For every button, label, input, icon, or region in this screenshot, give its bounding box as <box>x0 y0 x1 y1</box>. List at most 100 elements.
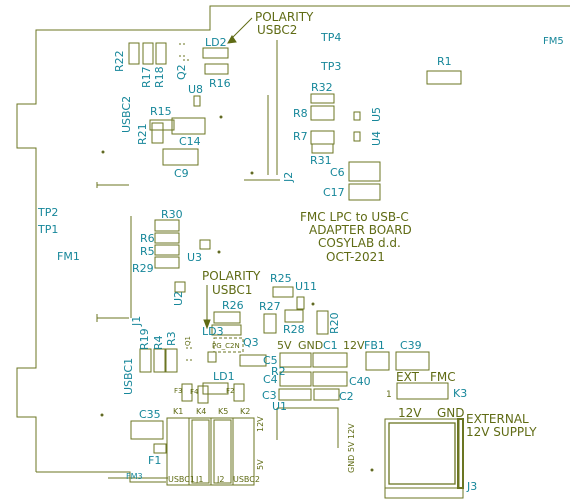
external-label: EXTERNAL <box>466 412 529 426</box>
u3-body <box>199 239 211 250</box>
label-c5: C5 <box>263 354 278 367</box>
u5-body <box>353 111 361 121</box>
k1-label: K1 <box>173 407 184 416</box>
label-fm3: FM3 <box>126 472 143 481</box>
q3-outline <box>213 337 244 353</box>
dot-3 <box>217 250 221 254</box>
j1-bottom-label: J1 <box>196 475 204 484</box>
r26-pad <box>213 311 241 324</box>
label-u2: U2 <box>172 290 185 306</box>
f3-label: F3 <box>174 387 183 395</box>
label-c17: C17 <box>323 186 345 199</box>
c3-pad <box>278 388 312 401</box>
label-tp3: TP3 <box>321 60 342 73</box>
label-u4: U4 <box>370 130 383 146</box>
label-u5: U5 <box>370 106 383 122</box>
r28-pad <box>284 309 304 323</box>
pin-12v-label: 12V <box>343 339 365 352</box>
label-c9: C9 <box>174 167 189 180</box>
label-r2: R2 <box>271 365 286 378</box>
c9-pad <box>162 148 199 166</box>
r2-pad <box>239 354 267 367</box>
r21-pad <box>151 122 164 144</box>
label-c6: C6 <box>330 166 345 179</box>
q1-label: Q1 <box>184 336 192 346</box>
c14-pad <box>171 117 206 135</box>
u1-pins-label: GND 5V 12V <box>347 423 356 473</box>
f2-label: F2 <box>226 387 235 395</box>
c39-pad <box>395 351 430 371</box>
r19-pad <box>139 348 152 373</box>
usbc1-bottom-label: USBC1 <box>168 475 195 484</box>
label-q2: Q2 <box>175 64 188 80</box>
j2-bottom-label: J2 <box>217 475 225 484</box>
label-j1: J1 <box>130 315 143 326</box>
board-edge <box>16 5 570 483</box>
board-title-line3: COSYLAB d.d. <box>318 236 401 250</box>
label-r20: R20 <box>328 312 341 334</box>
k4-label: K4 <box>196 407 207 416</box>
label-fm5: FM5 <box>543 36 564 47</box>
r18-pad <box>155 42 167 65</box>
label-r31: R31 <box>310 154 332 167</box>
label-c4: C4 <box>263 373 278 386</box>
k3-pin1-label: 1 <box>386 390 392 400</box>
label-q3: Q3 <box>243 336 259 349</box>
ld3-pad <box>211 324 242 336</box>
gnd-c1-label: GND <box>298 339 324 352</box>
u8-body <box>193 95 201 107</box>
label-r32: R32 <box>311 81 333 94</box>
r8-pad <box>310 105 335 121</box>
r17-pad <box>142 42 154 65</box>
dot-1 <box>101 150 105 154</box>
usbc2-text-top: USBC2 <box>257 23 298 37</box>
dot-4 <box>100 413 104 417</box>
f3-pad <box>181 383 193 402</box>
r30-pad <box>154 219 180 232</box>
j3-body <box>384 418 460 489</box>
f4-pad <box>197 385 209 404</box>
j3-inner <box>388 422 456 485</box>
f2-pad <box>233 383 245 402</box>
polarity-text-mid: POLARITY <box>202 269 261 283</box>
c4-pad <box>279 371 312 387</box>
label-u8: U8 <box>188 83 204 96</box>
dot-7 <box>311 302 315 306</box>
label-r5: R5 <box>140 245 155 258</box>
label-r8: R8 <box>293 107 308 120</box>
label-tp2: TP2 <box>38 206 59 219</box>
label-r7: R7 <box>293 130 308 143</box>
dot-6 <box>250 171 254 175</box>
jumper-j2 <box>213 419 232 484</box>
ld2-pad <box>202 47 229 59</box>
j3-right-shell <box>457 418 464 489</box>
label-r16: R16 <box>209 77 231 90</box>
label-c14: C14 <box>179 135 201 148</box>
dot-5 <box>370 468 374 472</box>
r15-pad <box>149 119 175 131</box>
polarity-arrowhead-top <box>227 35 237 44</box>
usbc2-bottom-label: USBC2 <box>233 475 260 484</box>
usbc1-text-mid: USBC1 <box>212 283 253 297</box>
c2-pad <box>313 388 340 401</box>
label-u11: U11 <box>295 280 318 293</box>
label-c1: C1 <box>323 339 338 352</box>
label-usbc2-side: USBC2 <box>120 95 133 133</box>
j1-outline <box>96 216 132 322</box>
label-r29: R29 <box>132 262 154 275</box>
label-r19: R19 <box>138 328 151 350</box>
label-c35: C35 <box>139 408 161 421</box>
label-u3: U3 <box>187 251 203 264</box>
r16-pad <box>204 63 229 75</box>
r3-pad <box>165 348 178 373</box>
r25-pad <box>272 286 294 298</box>
f4-label: F4 <box>190 388 199 396</box>
r22-pad <box>128 42 140 65</box>
label-tp4: TP4 <box>321 31 342 44</box>
connector-bracket-top <box>96 182 129 188</box>
u1-outline <box>276 407 339 448</box>
r20-pad <box>316 310 329 335</box>
r32-pad <box>310 93 335 104</box>
c5-pad <box>279 352 312 368</box>
